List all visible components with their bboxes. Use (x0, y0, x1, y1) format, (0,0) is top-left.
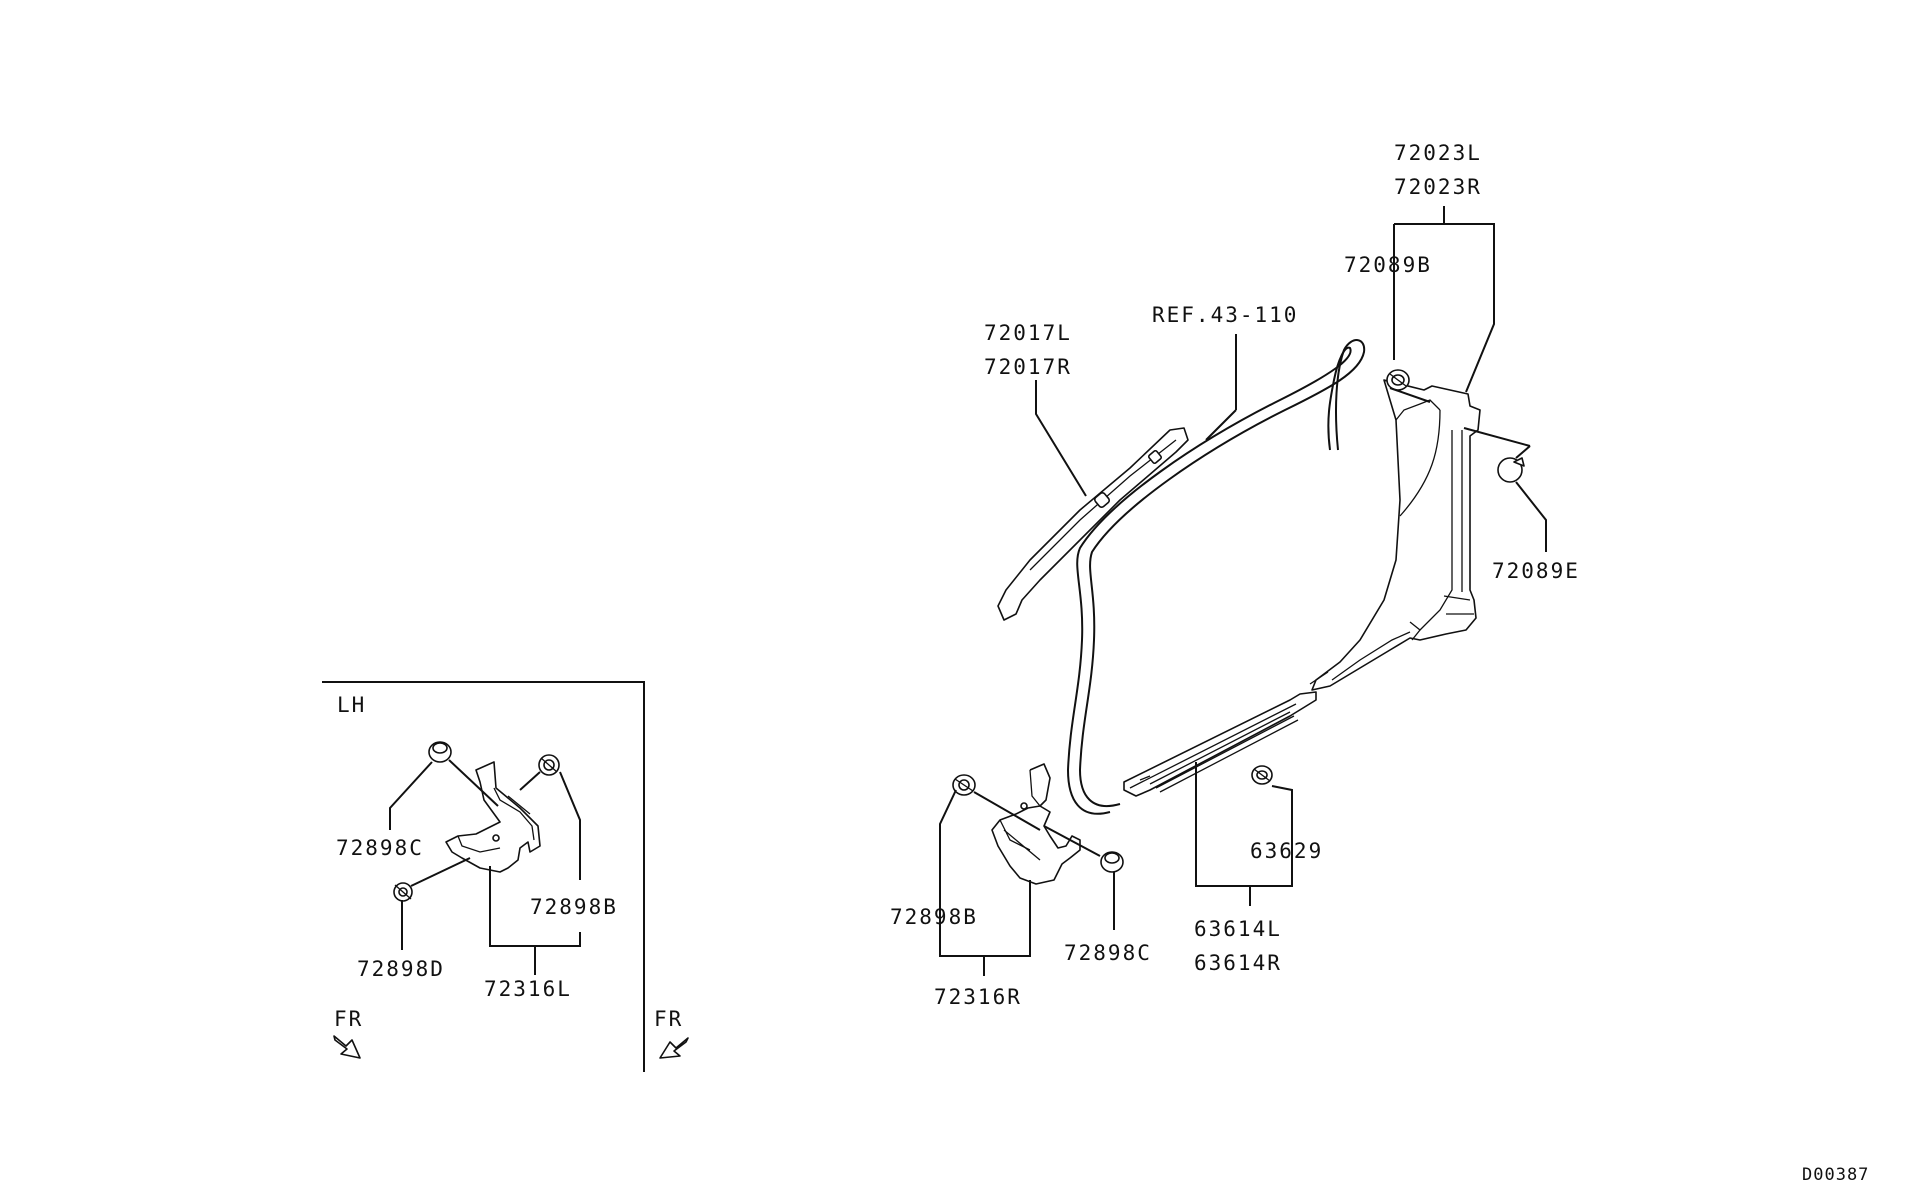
main-assembly: 72023L 72023R 72089B REF.43-110 72017L 7… (654, 141, 1580, 1059)
lh-inset: LH (322, 681, 645, 1072)
inset-label-72898b: 72898B (530, 895, 618, 919)
label-72089e: 72089E (1492, 559, 1580, 583)
weatherstrip-ref-43-110 (1066, 339, 1366, 815)
label-63629: 63629 (1250, 839, 1323, 863)
kick-panel-72316r (991, 763, 1081, 885)
main-fr-arrow-icon (659, 1037, 689, 1059)
label-72017r: 72017R (984, 355, 1072, 379)
a-pillar-trim-72017 (997, 427, 1189, 621)
label-63614r: 63614R (1194, 951, 1282, 975)
label-63614l: 63614L (1194, 917, 1282, 941)
label-72023r: 72023R (1394, 175, 1482, 199)
kick-panel-72316l (445, 761, 541, 873)
main-fr-label: FR (654, 1007, 683, 1031)
inset-frame (322, 681, 645, 1072)
label-72017l: 72017L (984, 321, 1072, 345)
b-pillar-trim-72023 (1309, 379, 1481, 691)
clip-72898c-inset-icon (428, 741, 452, 763)
label-72898c-main: 72898C (1064, 941, 1152, 965)
label-72089b: 72089B (1344, 253, 1432, 277)
clip-72089e-icon (1497, 457, 1525, 483)
label-72023l: 72023L (1394, 141, 1482, 165)
clip-72898b-main-icon (952, 774, 976, 796)
label-72316r: 72316R (934, 985, 1022, 1009)
inset-label-72898c: 72898C (336, 836, 424, 860)
clip-72898b-inset-icon (538, 754, 560, 776)
inset-fr-arrow-icon (333, 1035, 361, 1059)
label-72898b-main: 72898B (890, 905, 978, 929)
screw-72898d-inset-icon (393, 882, 413, 902)
drawing-id: D00387 (1802, 1165, 1869, 1185)
inset-label-72898d: 72898D (357, 957, 445, 981)
label-ref-43-110: REF.43-110 (1152, 303, 1298, 327)
scuff-plate-63614 (1123, 691, 1317, 797)
clip-63629-icon (1251, 765, 1273, 785)
inset-side-label: LH (337, 693, 366, 717)
inset-label-72316l: 72316L (484, 977, 572, 1001)
clip-72898c-main-icon (1100, 851, 1124, 873)
clip-72089b-icon (1386, 369, 1410, 391)
inset-fr-label: FR (334, 1007, 363, 1031)
